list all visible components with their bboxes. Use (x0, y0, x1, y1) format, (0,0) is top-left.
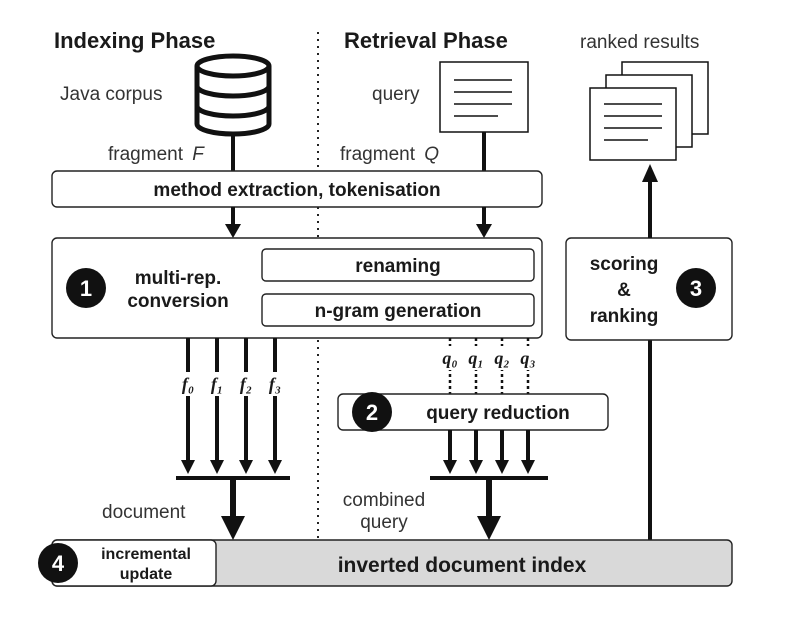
method-extraction-label: method extraction, tokenisation (153, 180, 440, 201)
fragment-q2-label: q₂ (494, 348, 509, 368)
multirep-label-line1: multi-rep. (135, 268, 222, 289)
ngram-generation-box (261, 293, 535, 327)
java-corpus-label: Java corpus (60, 84, 162, 105)
ranked-results-heading: ranked results (580, 32, 699, 53)
incremental-update-label-line1: incremental (101, 546, 191, 563)
document-arrowhead (221, 516, 245, 540)
fragment-q3-label: q₃ (520, 348, 535, 368)
query-reduction-box (337, 393, 609, 431)
step-2-badge (352, 392, 392, 432)
scoring-label-line3: ranking (590, 306, 659, 327)
combined-query-label-line1: combined (343, 490, 425, 511)
extraction-to-query-arrowhead (476, 224, 492, 238)
inverted-index-label: inverted document index (338, 554, 587, 577)
step-4-number: 4 (52, 551, 65, 576)
scoring-label-line2: & (617, 280, 631, 301)
fragment-q-label: fragment Q (340, 144, 439, 165)
fragment-f-labels: f₀ f₁ f₂ f₃ (176, 372, 286, 396)
document-label: document (102, 502, 186, 523)
incremental-update-label-line2: update (120, 566, 173, 583)
extraction-to-multirep-arrowhead (225, 224, 241, 238)
fragment-q0-label: q₀ (442, 348, 457, 368)
fragment-f-arrows (181, 338, 282, 474)
fragment-f1-label: f₁ (211, 374, 223, 394)
query-document-icon (439, 61, 529, 133)
scoring-label-line1: scoring (590, 254, 659, 275)
renaming-label: renaming (355, 256, 441, 277)
combined-query-arrowhead (477, 516, 501, 540)
fragment-f0-label: f₀ (182, 374, 194, 394)
fragment-f-label: fragment F (108, 144, 205, 165)
ngram-generation-label: n-gram generation (315, 301, 482, 322)
fragment-q1-label: q₁ (468, 348, 483, 368)
query-label: query (372, 84, 420, 105)
retrieval-phase-heading: Retrieval Phase (344, 28, 508, 53)
fragment-f2-label: f₂ (240, 374, 252, 394)
reduced-query-arrows (443, 430, 535, 474)
step-1-number: 1 (80, 276, 92, 301)
combined-query-label-line2: query (360, 512, 408, 533)
step-3-badge (676, 268, 716, 308)
indexing-phase-heading: Indexing Phase (54, 28, 215, 53)
step-2-number: 2 (366, 400, 378, 425)
step-4-badge (38, 543, 78, 583)
fragment-q-labels: q₀ q₁ q₂ q₃ (438, 346, 542, 370)
ranked-results-icon (589, 61, 709, 161)
database-icon (194, 53, 272, 137)
fragment-f3-label: f₃ (269, 374, 281, 394)
renaming-box (261, 248, 535, 282)
scoring-to-results-arrowhead (642, 164, 658, 182)
step-3-number: 3 (690, 276, 702, 301)
step-1-badge (66, 268, 106, 308)
query-reduction-label: query reduction (426, 403, 570, 424)
method-extraction-box (51, 170, 543, 208)
multirep-label-line2: conversion (127, 291, 228, 312)
